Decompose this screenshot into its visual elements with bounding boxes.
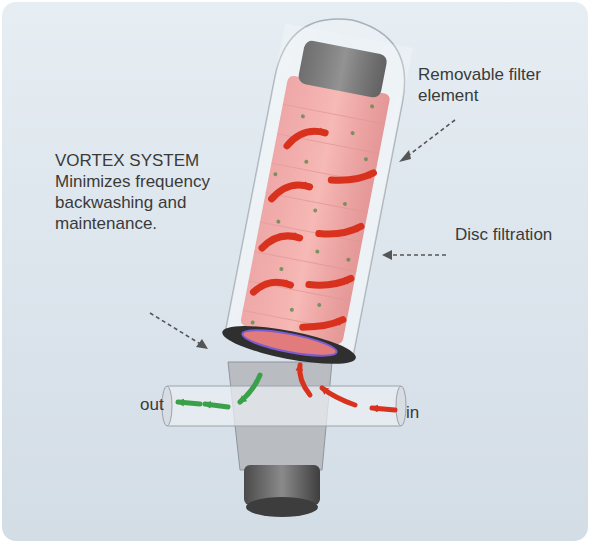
particles [244, 88, 380, 340]
part-label: Disc filtration [455, 224, 555, 245]
drain-cap-bottom [246, 497, 318, 517]
vortex-ring [241, 325, 339, 361]
vortex-arrows [249, 125, 379, 335]
flow-label: in [406, 402, 446, 423]
pipe-end [396, 386, 406, 426]
leader-heads [196, 150, 411, 349]
housing-ring [220, 318, 359, 371]
flow-arrows [178, 365, 395, 410]
clear-housing [225, 8, 416, 358]
flow-label: out [140, 394, 180, 415]
feature-note: VORTEX SYSTEM Minimizes frequency backwa… [55, 150, 215, 234]
housing-shine [225, 23, 413, 357]
inlet-outlet-pipe [165, 386, 403, 426]
part-label: Removable filter element [418, 64, 568, 106]
